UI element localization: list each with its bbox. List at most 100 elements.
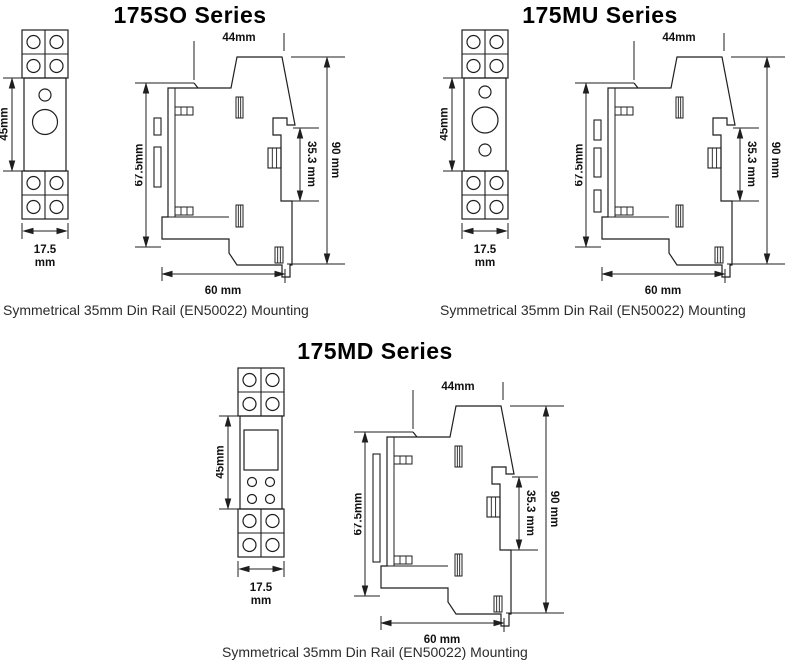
terminal-screw <box>265 537 280 553</box>
device-front <box>21 29 69 220</box>
drawing-rect <box>235 96 244 119</box>
device-body-outline <box>380 405 515 627</box>
dimension-lines <box>443 77 509 239</box>
adjust-knob-hole <box>31 108 59 136</box>
drawing-rect <box>393 455 413 465</box>
drawing-rect <box>274 246 284 264</box>
drawing-rect <box>675 96 684 119</box>
drawing-rect <box>614 206 634 216</box>
dimension-arrow <box>763 253 771 265</box>
dim-front-height-label: 45mm <box>0 107 11 140</box>
terminal-screw <box>49 34 64 50</box>
dimension-arrow <box>272 565 284 573</box>
dim-base-depth-label: 60 mm <box>205 285 241 297</box>
dim-front-width-label: 17.5 <box>474 244 497 256</box>
drawing-rect <box>707 147 722 169</box>
dimension-arrow <box>763 56 771 68</box>
dim-din-rail-label: 35.3 mm <box>305 141 317 187</box>
terminal-screw <box>242 537 257 553</box>
terminal-screw <box>26 58 41 74</box>
dimension-arrow <box>542 602 550 614</box>
dimension-arrow <box>462 227 474 235</box>
body-step-edge <box>633 82 639 89</box>
dimension-lines <box>575 33 785 283</box>
drawing-rect <box>593 147 602 178</box>
dim-front-height-label: 45mm <box>440 107 451 140</box>
terminal-screw <box>242 396 257 412</box>
dimension-arrow <box>601 270 613 278</box>
dim-total-height-label: 90 mm <box>548 491 560 527</box>
button-hole <box>246 476 258 488</box>
dim-body-height-label: 67.5mm <box>575 144 586 187</box>
dim-front-width-label: 17.5 <box>34 244 57 256</box>
dimension-arrow <box>224 498 232 510</box>
terminal-screw <box>466 175 481 191</box>
device-front <box>461 29 509 220</box>
drawing-rect <box>23 77 67 172</box>
dimension-arrow <box>380 619 392 627</box>
drawing-rect <box>235 204 244 228</box>
terminal-screw <box>242 372 257 388</box>
dimension-arrow <box>224 415 232 427</box>
drawing-rect <box>454 553 463 577</box>
terminal-screw <box>49 199 64 215</box>
device-profile <box>153 56 296 278</box>
dim-base-depth-label: 60 mm <box>645 285 681 297</box>
drawing-rect <box>153 146 162 188</box>
mounting-caption-175mu: Symmetrical 35mm Din Rail (EN50022) Moun… <box>440 302 746 318</box>
dim-top-width-label: 44mm <box>662 32 695 44</box>
dimension-arrow <box>515 539 523 551</box>
button-hole <box>246 493 258 505</box>
terminal-screw <box>265 372 280 388</box>
dim-total-height-label: 90 mm <box>769 142 781 178</box>
dim-din-rail-label: 35.3 mm <box>524 490 536 536</box>
drawing-rect <box>174 206 194 216</box>
dim-body-height-label: 67.5mm <box>135 144 146 187</box>
button-hole <box>264 476 276 488</box>
terminal-screw <box>49 175 64 191</box>
terminal-screw <box>466 58 481 74</box>
dim-front-width-unit-label: mm <box>475 257 495 269</box>
dimension-arrow <box>142 236 150 248</box>
dim-front-width-unit-label: mm <box>251 595 271 607</box>
dimension-lines <box>3 77 69 239</box>
dimension-arrow <box>736 127 744 139</box>
terminal-screw <box>26 199 41 215</box>
terminal-screw <box>242 513 257 529</box>
dimension-arrow <box>56 227 68 235</box>
device-body-outline <box>161 56 296 278</box>
dimension-arrow <box>8 77 16 89</box>
drawing-rect <box>614 106 634 116</box>
series-title-175md: 175MD Series <box>297 338 453 364</box>
dimension-arrow <box>161 270 173 278</box>
terminal-screw <box>26 175 41 191</box>
terminal-screw <box>489 175 504 191</box>
terminal-screw <box>489 34 504 50</box>
dimension-arrow <box>448 160 456 172</box>
dimension-arrow <box>542 405 550 417</box>
button-hole <box>264 493 276 505</box>
drawing-rect <box>675 204 684 228</box>
dim-front-height-label: 45mm <box>216 445 227 478</box>
dim-top-width-label: 44mm <box>441 381 474 393</box>
front-face-drawing: 45mm 17.5mm <box>439 29 509 269</box>
dim-front-width-label: 17.5 <box>250 582 273 594</box>
terminal-screw <box>466 199 481 215</box>
dimension-arrow <box>238 565 250 573</box>
dim-front-width-unit-label: mm <box>35 257 55 269</box>
dimension-lines <box>219 415 285 577</box>
dimension-arrow <box>274 270 286 278</box>
drawing-rect <box>454 445 463 468</box>
drawing-rect <box>486 496 501 518</box>
dimension-arrow <box>22 227 34 235</box>
dimension-arrow <box>714 270 726 278</box>
